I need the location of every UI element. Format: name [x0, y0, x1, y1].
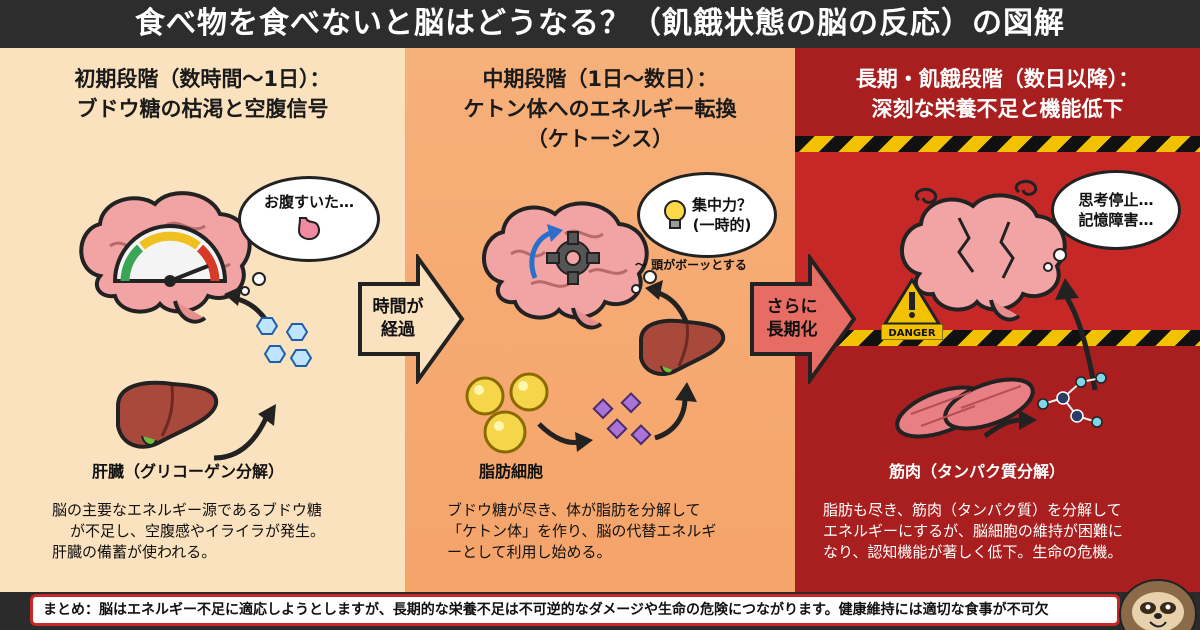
side-note: 〜 頭がボーッとする — [635, 258, 747, 272]
sloth-mascot-icon — [1119, 579, 1197, 630]
stage-heading: 中期段階（1日〜数日）： ケトン体へのエネルギー転換 （ケトーシス） — [405, 64, 795, 154]
ketone-molecules-icon — [592, 392, 652, 446]
stage-description: ブドウ糖が尽き、体が脂肪を分解して 「ケトン体」を作り、脳の代替エネルギ ーとし… — [447, 500, 716, 563]
stage-heading-line: ブドウ糖の枯渇と空腹信号 — [76, 97, 329, 121]
brain-gauge-illustration — [79, 191, 252, 324]
stage-heading-line: （ケトーシス） — [526, 127, 674, 151]
organ-label: 筋肉（タンパク質分解） — [889, 462, 1066, 481]
transition-text-line: さらに — [766, 297, 818, 317]
description-line: が不足し、空腹感やイライラが発生。 — [70, 522, 326, 540]
fat-cells-icon — [465, 372, 549, 454]
stage-description: 脂肪も尽き、筋肉（タンパク質）を分解して エネルギーにするが、脳細胞の維持が困難… — [823, 500, 1123, 563]
transition-text-line: 経過 — [381, 320, 415, 340]
danger-label: DANGER — [881, 324, 943, 340]
flow-arrow-icon — [983, 410, 1037, 439]
dizzy-swirl-icon — [1014, 179, 1038, 196]
thought-text: 記憶障害… — [1078, 211, 1154, 229]
description-line: ブドウ糖が尽き、体が脂肪を分解して — [447, 501, 701, 519]
thought-dot — [1043, 262, 1053, 272]
thought-bubble: お腹すいた… — [238, 176, 380, 262]
stage-heading-line: 中期段階（1日〜数日）： — [482, 67, 718, 91]
thought-text: お腹すいた… — [263, 192, 354, 211]
flow-arrow-icon — [654, 382, 697, 441]
description-line: ーとして利用し始める。 — [447, 543, 612, 561]
muscle-icon — [895, 377, 1035, 439]
transition-label: さらに 長期化 — [756, 296, 828, 342]
stage-panel-long-term: 長期・飢餓段階（数日以降）： 深刻な栄養不足と機能低下 DANGER 思考停止…… — [795, 48, 1200, 592]
transition-text-line: 長期化 — [766, 320, 818, 340]
description-line: 「ケトン体」を作り、脳の代替エネルギ — [447, 522, 717, 540]
stage-heading-line: 長期・飢餓段階（数日以降）： — [855, 67, 1140, 91]
organ-label: 肝臓（グリコーゲン分解） — [92, 462, 285, 481]
stage-heading-line: ケトン体へのエネルギー転換 — [463, 97, 737, 121]
glucose-molecules-icon — [255, 317, 313, 367]
transition-text-line: 時間が — [372, 297, 424, 317]
stage-panel-middle: 中期段階（1日〜数日）： ケトン体へのエネルギー転換 （ケトーシス） 集中力？ … — [405, 48, 795, 592]
flow-arrow-icon — [213, 404, 276, 461]
cracked-brain-illustration — [900, 179, 1067, 322]
thought-bubble: 思考停止… 記憶障害… — [1051, 170, 1181, 250]
description-line: エネルギーにするが、脳細胞の維持が困難に — [823, 522, 1123, 540]
stage-heading: 長期・飢餓段階（数日以降）： 深刻な栄養不足と機能低下 — [795, 64, 1200, 124]
danger-sign-icon — [883, 278, 941, 326]
thought-dot — [643, 270, 657, 284]
stage-heading: 初期段階（数時間〜1日）： ブドウ糖の枯渇と空腹信号 — [0, 64, 405, 124]
thought-dot — [631, 284, 641, 294]
stage-heading-line: 初期段階（数時間〜1日）： — [74, 67, 331, 91]
transition-arrow-icon — [750, 254, 857, 384]
thought-text: 集中力？ — [691, 196, 752, 214]
transition-arrow-icon — [358, 254, 465, 384]
refresh-arrow-icon — [529, 229, 554, 279]
thought-dot — [1053, 248, 1067, 262]
flow-arrow-icon — [537, 422, 593, 452]
stage-description: 脳の主要なエネルギー源であるブドウ糖 が不足し、空腹感やイライラが発生。 肝臓の… — [52, 500, 325, 563]
gauge-icon — [112, 224, 228, 287]
stage-heading-line: 深刻な栄養不足と機能低下 — [871, 97, 1124, 121]
thought-dot — [252, 272, 266, 286]
liver-icon — [639, 318, 726, 376]
thought-text: 思考停止… — [1078, 191, 1154, 209]
description-line: 肝臓の備蓄が使われる。 — [52, 543, 217, 561]
stomach-icon — [297, 216, 320, 240]
stage-panel-early: 初期段階（数時間〜1日）： ブドウ糖の枯渇と空腹信号 お腹すいた… — [0, 48, 405, 592]
thought-bubble: 集中力？ (一時的) — [637, 172, 777, 258]
lightbulb-icon — [663, 200, 686, 229]
transition-label: 時間が 経過 — [364, 296, 432, 342]
gear-icon — [546, 231, 600, 285]
hazard-stripe — [795, 136, 1200, 152]
amino-acid-molecule-icon — [1037, 372, 1107, 428]
thought-text: (一時的) — [692, 216, 752, 234]
danger-text: DANGER — [888, 328, 935, 339]
brain-gear-illustration — [482, 201, 649, 330]
liver-icon — [116, 380, 219, 449]
organ-label: 脂肪細胞 — [479, 462, 544, 481]
page-title: 食べ物を食べないと脳はどうなる？（飢餓状態の脳の反応）の図解 — [0, 0, 1200, 48]
description-line: 脂肪も尽き、筋肉（タンパク質）を分解して — [823, 501, 1122, 519]
description-line: 脳の主要なエネルギー源であるブドウ糖 — [52, 501, 322, 519]
dizzy-swirl-icon — [914, 187, 938, 204]
description-line: なり、認知機能が著しく低下。生命の危機。 — [823, 543, 1123, 561]
summary-box: まとめ：脳はエネルギー不足に適応しようとしますが、長期的な栄養不足は不可逆的なダ… — [30, 594, 1120, 626]
flow-arrow-icon — [1055, 278, 1098, 391]
